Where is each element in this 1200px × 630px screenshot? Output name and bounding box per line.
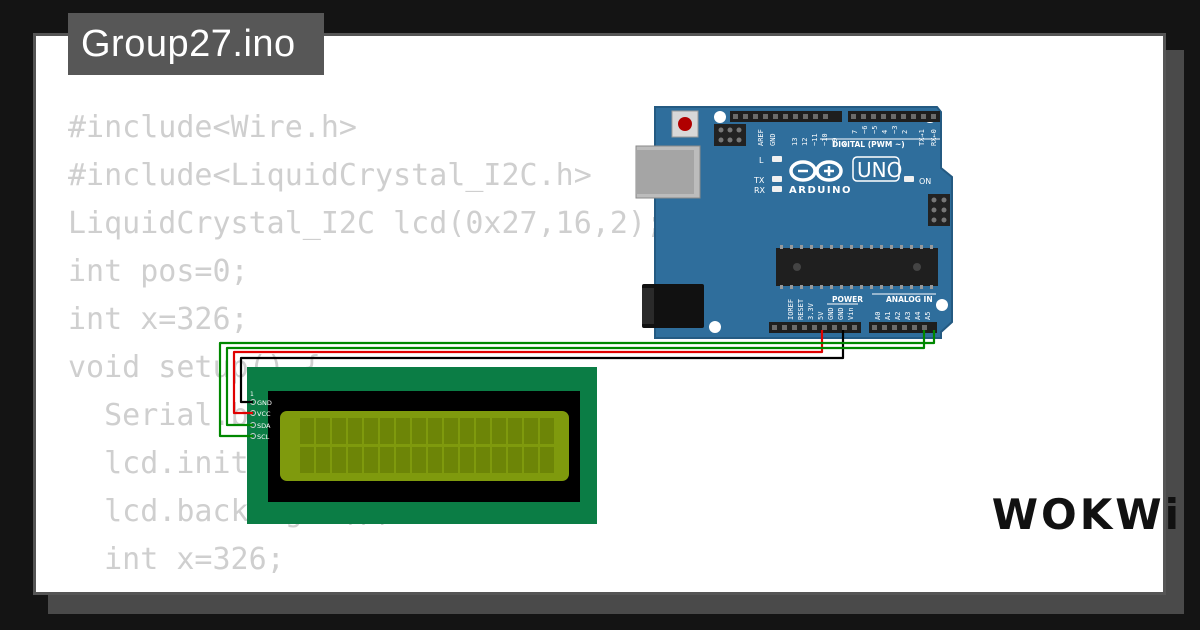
- chip-dot: [913, 263, 921, 271]
- analog-pin-labels: A0 A1 A2 A3 A4 A5: [874, 312, 932, 320]
- mount-hole: [936, 299, 948, 311]
- pin-label: 5V: [817, 311, 825, 320]
- wokwi-logo: WOKWi: [991, 490, 1182, 539]
- lcd-pin-label: VCC: [257, 410, 271, 418]
- pin-label: ~6: [861, 126, 869, 134]
- reset-button-cap[interactable]: [678, 117, 692, 131]
- pin-label: 8: [841, 142, 849, 146]
- pin-label: 2: [901, 130, 909, 134]
- led-label-rx: RX: [754, 186, 766, 195]
- digital-pin-labels: AREF GND 13 12 ~11 ~10 ~9 8 7 ~6 ~5 4 ~3…: [757, 126, 938, 146]
- uno-label: UNO: [857, 158, 902, 182]
- pin-label: A0: [874, 312, 882, 320]
- usb-connector-inner: [636, 150, 694, 194]
- lcd-1602-i2c-module[interactable]: 1 GND VCC SDA SCL: [247, 367, 597, 524]
- wire-vcc[interactable]: [232, 330, 824, 415]
- pin-label: IOREF: [787, 299, 795, 320]
- pin-label: A3: [904, 312, 912, 320]
- atmega-chip: [776, 248, 938, 286]
- code-line: String buf=String(x,DEC);: [68, 584, 664, 592]
- project-card: #include<Wire.h> #include<LiquidCrystal_…: [33, 33, 1166, 595]
- pin-label: 4: [881, 130, 889, 134]
- power-jack: [642, 284, 704, 328]
- file-tab[interactable]: Group27.ino: [68, 13, 324, 75]
- arduino-uno-board[interactable]: AREF GND 13 12 ~11 ~10 ~9 8 7 ~6 ~5 4 ~3…: [635, 106, 953, 339]
- chip-notch: [793, 263, 801, 271]
- pin-label: RX←0: [930, 129, 938, 146]
- lcd-pin-labels: GND VCC SDA SCL: [257, 399, 272, 441]
- code-line: int x=326;: [68, 542, 285, 577]
- pin-label: TX→1: [918, 129, 926, 146]
- pin-label: 12: [801, 138, 809, 146]
- lower-header-pins: [772, 325, 927, 330]
- wires: [218, 330, 936, 438]
- power-jack-edge: [642, 288, 654, 324]
- pin-label: Vin: [847, 307, 855, 320]
- pin-label: A5: [924, 312, 932, 320]
- lcd-pin-label: SDA: [257, 422, 271, 430]
- code-line: int pos=0;: [68, 254, 249, 289]
- pin-label: RESET: [797, 298, 805, 320]
- code-line: #include<Wire.h>: [68, 110, 357, 145]
- power-pin-labels: IOREF RESET 3.3V 5V GND GND Vin: [787, 298, 855, 320]
- code-line: int x=326;: [68, 302, 249, 337]
- code-line: LiquidCrystal_I2C lcd(0x27,16,2);: [68, 206, 665, 241]
- led-label-l: L: [759, 156, 764, 165]
- on-led-label: ON: [919, 177, 931, 186]
- status-leds: [772, 156, 914, 192]
- icsp-header-right: [928, 194, 950, 226]
- chip-pins: [780, 245, 933, 289]
- uno-badge: [852, 156, 900, 182]
- pin-label: GND: [769, 133, 777, 146]
- pin-label: ~10: [821, 133, 829, 146]
- pin-label: ~3: [891, 126, 899, 134]
- pin-label: GND: [827, 307, 835, 320]
- lcd-pin-label: SCL: [257, 433, 270, 441]
- pin-label: A1: [884, 312, 892, 320]
- pin-label: 13: [791, 138, 799, 146]
- pin-label: 3.3V: [807, 302, 815, 320]
- analog-header-label: ANALOG IN: [886, 295, 933, 304]
- pin-label: ~5: [871, 126, 879, 134]
- file-name: Group27.ino: [81, 23, 296, 65]
- pin-label: ~11: [811, 133, 819, 146]
- lcd-pin1-mark: 1: [250, 391, 254, 398]
- lcd-character-cells: [300, 418, 554, 473]
- mount-hole: [714, 111, 726, 123]
- power-header-label: POWER: [832, 295, 863, 304]
- arduino-logo-text: ARDUINO: [789, 185, 852, 196]
- digital-header-pins: [733, 114, 936, 119]
- pin-label: AREF: [757, 129, 765, 146]
- pin-label: GND: [837, 307, 845, 320]
- digital-header-label: DIGITAL (PWM ~): [832, 140, 905, 149]
- led-label-tx: TX: [753, 176, 765, 185]
- icsp-header-top: [714, 124, 746, 146]
- pin-label: 7: [851, 130, 859, 134]
- pin-label: A4: [914, 312, 922, 320]
- wire-scl[interactable]: [218, 330, 936, 438]
- pin-label: ~9: [831, 138, 839, 146]
- pin-label: A2: [894, 312, 902, 320]
- mount-hole: [709, 321, 721, 333]
- code-line: #include<LiquidCrystal_I2C.h>: [68, 158, 592, 193]
- lcd-pin-label: GND: [257, 399, 272, 407]
- arduino-infinity-logo: [789, 160, 843, 182]
